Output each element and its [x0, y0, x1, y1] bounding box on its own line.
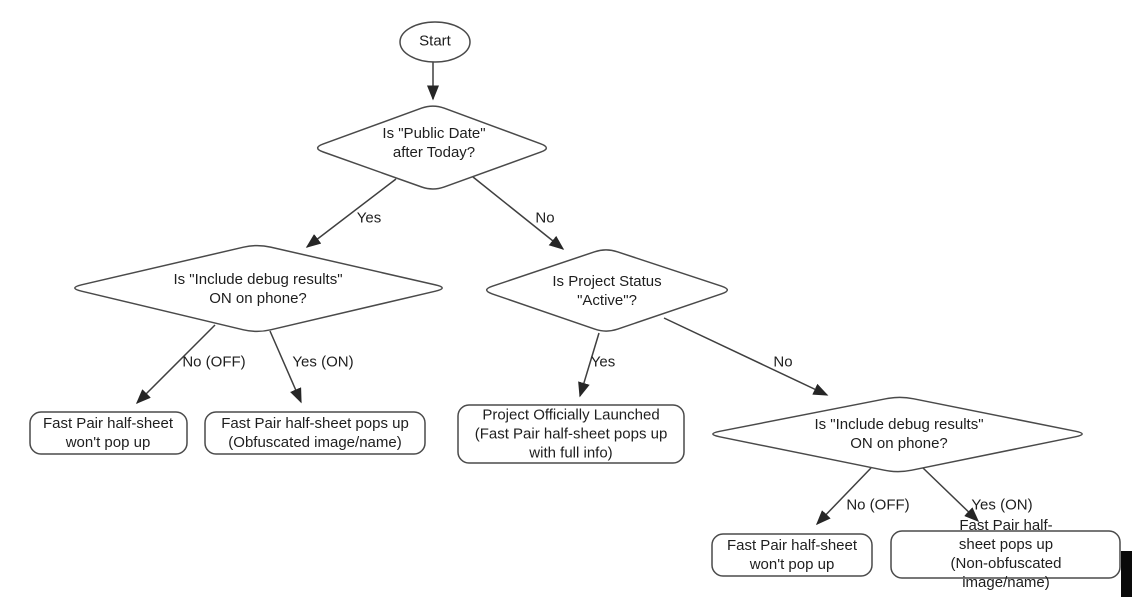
result-no-popup-right-shape: [711, 533, 873, 577]
result-non-obfuscated-popup-label: Fast Pair half-sheet pops up (Non-obfusc…: [950, 517, 1062, 591]
edge-project-status-yes: [578, 332, 600, 398]
start-terminal-label: Start: [419, 32, 451, 50]
result-launched-label: Project Officially Launched (Fast Pair h…: [474, 406, 668, 462]
edges-group: [135, 62, 980, 526]
result-non-obfuscated-popup-shape: [890, 530, 1121, 579]
edge-label-debug-right-yes: Yes (ON): [971, 496, 1033, 514]
edge-public-date-yes: [305, 178, 397, 248]
result-obfuscated-popup-shape: [204, 411, 426, 455]
edge-label-public-date-no: No: [535, 209, 555, 227]
decision-project-status-shape: [485, 249, 729, 332]
nodes-group: [29, 21, 1121, 579]
edge-debug-right-no-off: [815, 467, 872, 526]
edge-debug-left-no-off: [135, 324, 216, 405]
result-no-popup-right-label: Fast Pair half-sheet won't pop up: [726, 537, 858, 573]
edge-label-debug-right-no: No (OFF): [846, 496, 910, 514]
edge-label-public-date-yes: Yes: [356, 209, 382, 227]
decision-debug-right-shape: [712, 396, 1083, 473]
decision-public-date-label: Is "Public Date" after Today?: [382, 125, 486, 161]
edge-debug-left-yes-on: [269, 330, 302, 404]
decision-debug-right-label: Is "Include debug results" ON on phone?: [814, 416, 984, 452]
cursor-artifact: [1121, 551, 1132, 597]
result-no-popup-left-label: Fast Pair half-sheet won't pop up: [42, 415, 174, 451]
edge-debug-right-yes-on: [922, 467, 980, 523]
decision-public-date-shape: [316, 105, 548, 190]
start-terminal-shape: [399, 21, 471, 63]
decision-debug-left-label: Is "Include debug results" ON on phone?: [173, 271, 343, 307]
edge-label-project-status-no: No: [773, 353, 793, 371]
edge-label-project-status-yes: Yes: [590, 353, 616, 371]
edge-project-status-no: [663, 317, 829, 396]
edge-public-date-no: [472, 176, 565, 250]
edge-label-debug-left-no: No (OFF): [182, 353, 246, 371]
edge-label-debug-left-yes: Yes (ON): [292, 353, 354, 371]
decision-debug-left-shape: [74, 244, 443, 333]
result-launched-shape: [457, 404, 685, 464]
result-obfuscated-popup-label: Fast Pair half-sheet pops up (Obfuscated…: [221, 415, 409, 451]
decision-project-status-label: Is Project Status "Active"?: [552, 273, 662, 309]
result-no-popup-left-shape: [29, 411, 188, 455]
